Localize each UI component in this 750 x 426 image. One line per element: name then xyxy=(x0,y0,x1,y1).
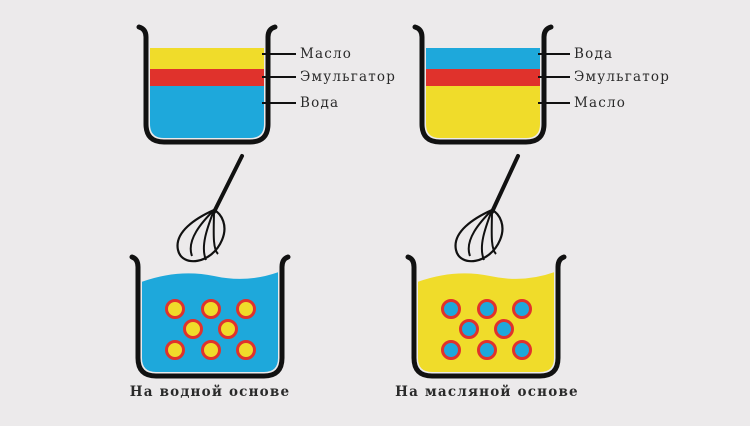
layer-label-middle: Эмульгатор xyxy=(300,69,396,85)
droplet xyxy=(512,299,532,319)
beaker-outline xyxy=(136,24,278,145)
droplet xyxy=(165,340,185,360)
droplet xyxy=(218,319,238,339)
droplet-group xyxy=(441,299,532,360)
layer-label-middle: Эмульгатор xyxy=(574,69,670,85)
droplet xyxy=(477,299,497,319)
whisk-icon xyxy=(454,154,520,263)
droplet xyxy=(236,340,256,360)
droplet xyxy=(512,340,532,360)
oil-body xyxy=(418,270,554,372)
beaker-outline xyxy=(405,254,567,379)
droplet xyxy=(183,319,203,339)
beaker-outline xyxy=(412,24,554,145)
emulsifier-layer xyxy=(426,69,540,86)
oil-based-emulsion-beaker: На масляной основе xyxy=(395,254,579,400)
water-layer xyxy=(150,86,264,138)
water-based-layered-beaker: Масло Эмульгатор Вода xyxy=(136,24,396,145)
droplet xyxy=(459,319,479,339)
droplet xyxy=(201,340,221,360)
droplet-group xyxy=(165,299,256,360)
droplet xyxy=(236,299,256,319)
layer-label-top: Масло xyxy=(300,46,352,62)
caption-oil-based: На масляной основе xyxy=(395,384,579,400)
oil-layer xyxy=(150,48,264,69)
beaker-outline xyxy=(129,254,291,379)
droplet xyxy=(494,319,514,339)
water-based-emulsion-beaker: На водной основе xyxy=(129,254,291,400)
oil-layer xyxy=(426,86,540,138)
whisk-icon xyxy=(176,154,244,263)
droplet xyxy=(201,299,221,319)
droplet xyxy=(165,299,185,319)
droplet xyxy=(477,340,497,360)
droplet xyxy=(441,340,461,360)
oil-based-layered-beaker: Вода Эмульгатор Масло xyxy=(412,24,670,145)
droplet xyxy=(441,299,461,319)
layer-label-bottom: Масло xyxy=(574,95,626,111)
layer-label-top: Вода xyxy=(574,46,613,62)
layer-label-bottom: Вода xyxy=(300,95,339,111)
emulsifier-layer xyxy=(150,69,264,86)
water-body xyxy=(142,270,278,372)
water-layer xyxy=(426,48,540,69)
caption-water-based: На водной основе xyxy=(130,384,290,400)
